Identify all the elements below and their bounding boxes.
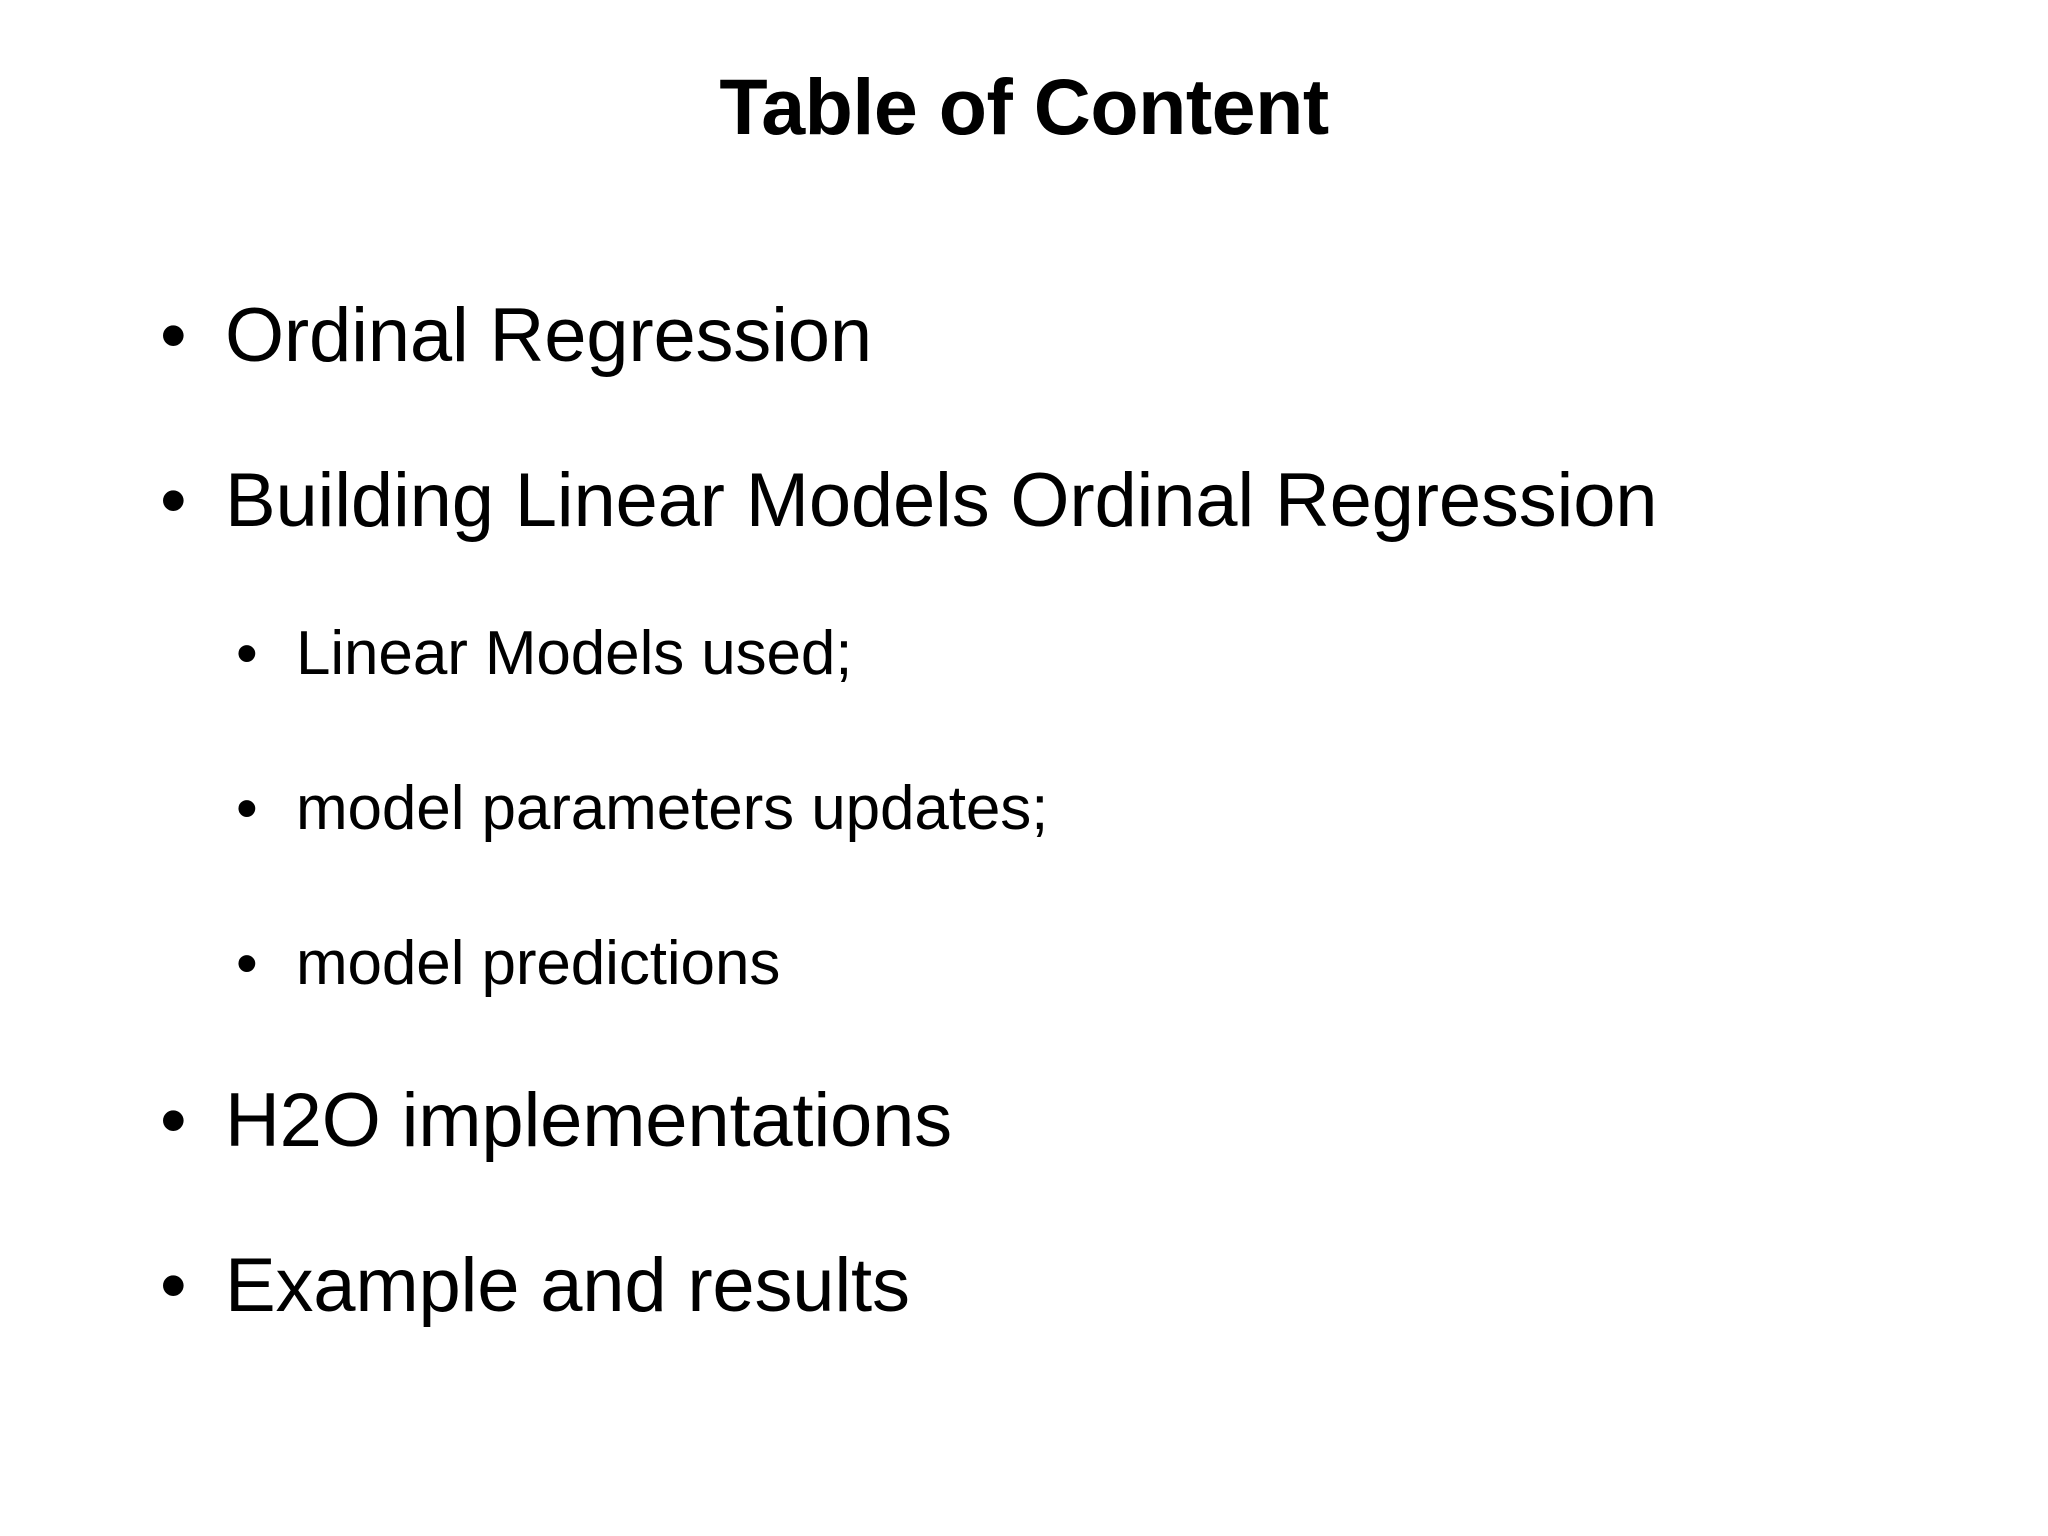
sub-list-item[interactable]: • Linear Models used;	[236, 619, 853, 688]
list-item-label: Building Linear Models Ordinal Regressio…	[225, 458, 1658, 543]
list-item[interactable]: • Building Linear Models Ordinal Regress…	[160, 458, 1658, 543]
bullet-icon: •	[160, 1078, 187, 1163]
bullet-icon: •	[160, 458, 187, 543]
bullet-icon: •	[160, 1243, 187, 1328]
page-title: Table of Content	[719, 62, 1329, 151]
sub-list-item[interactable]: • model parameters updates;	[236, 778, 1048, 840]
sub-list-item-label: model parameters updates;	[296, 774, 1049, 843]
list-item[interactable]: • Example and results	[160, 1248, 910, 1324]
sub-list-item-label: model predictions	[296, 929, 781, 998]
list-item-label: Ordinal Regression	[225, 293, 872, 378]
sub-list-item[interactable]: • model predictions	[236, 933, 780, 995]
list-item-label: Example and results	[225, 1243, 910, 1328]
bullet-icon: •	[160, 293, 187, 378]
bullet-icon: •	[236, 619, 258, 688]
sub-list-item-label: Linear Models used;	[296, 619, 853, 688]
bullet-icon: •	[236, 929, 258, 998]
list-item-label: H2O implementations	[225, 1078, 952, 1163]
list-item[interactable]: • Ordinal Regression	[160, 298, 872, 374]
list-item[interactable]: • H2O implementations	[160, 1083, 952, 1159]
bullet-icon: •	[236, 774, 258, 843]
